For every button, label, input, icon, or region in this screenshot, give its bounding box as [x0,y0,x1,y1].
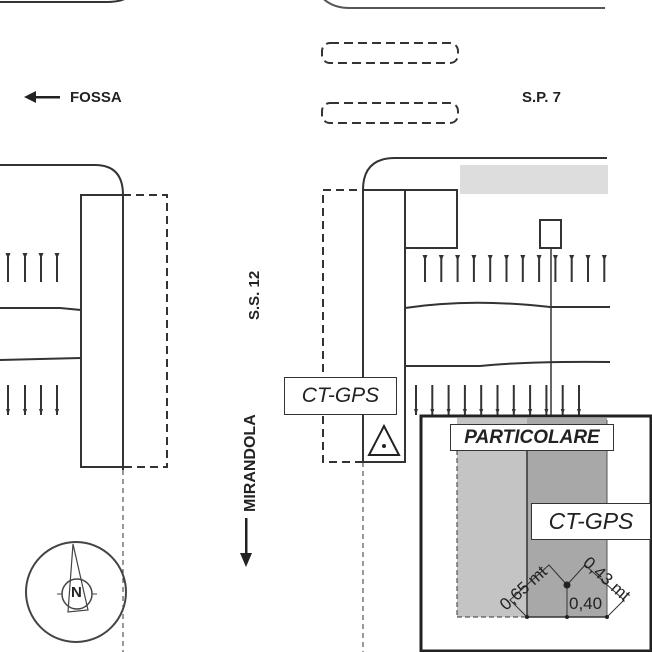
label-mirandola: MIRANDOLA [242,414,259,512]
parking-arrow-icon [569,255,575,282]
parking-arrow-icon [479,385,484,415]
parking-arrow-icon [5,253,11,282]
parking-arrow-icon [536,255,542,282]
ct-gps-detail-label: CT-GPS [531,503,651,540]
parking-arrow-icon [22,253,28,282]
parking-arrow-icon [55,385,59,415]
island-left-dashed [122,194,168,468]
ct-gps-label: CT-GPS [284,377,397,415]
crosswalk-1 [321,42,459,64]
parking-arrow-icon [528,385,533,415]
island-right [362,189,406,463]
parking-arrow-icon [487,255,493,282]
small-box [539,219,562,249]
parking-arrow-icon [6,385,10,415]
road-edge-top-left [0,0,125,3]
island-left [80,194,124,468]
lane-line-left-2 [0,357,82,361]
label-sp7: S.P. 7 [522,89,561,106]
parking-arrow-icon [446,385,451,415]
parking-arrow-icon [520,255,526,282]
parking-arrow-icon [511,385,516,415]
parking-arrow-icon [438,255,444,282]
parking-arrow-icon [552,255,558,282]
compass-north-label: N [71,584,82,601]
parking-arrow-icon [414,385,418,415]
parking-arrow-icon [430,385,435,415]
lane-line-left-1 [0,307,82,311]
parking-arrow-icon [577,385,581,415]
building-box [404,189,458,249]
parking-arrow-icon [471,255,477,282]
parking-arrow-icon [39,385,43,415]
crosswalk-2 [321,102,459,124]
parking-arrow-icon [54,253,60,282]
arrow-left-icon [24,91,60,103]
lane-arrows [5,253,607,415]
parking-arrow-icon [601,255,607,282]
gray-band [460,165,608,194]
lane-line-right-2 [405,360,611,367]
compass-icon [25,541,127,643]
lane-line-right-1 [404,301,610,309]
parking-arrow-icon [560,385,565,415]
parking-arrow-icon [455,255,461,282]
parking-arrow-icon [462,385,467,415]
road-edge-left [0,164,124,470]
parking-arrow-icon [23,385,27,415]
parking-arrow-icon [504,255,509,282]
parking-arrow-icon [495,385,500,415]
particolare-label: PARTICOLARE [450,424,614,451]
dimension-040: 0,40 [569,594,603,613]
island-right-dashed [322,189,364,463]
label-ss12: S.S. 12 [246,270,263,320]
arrow-down-icon [240,518,252,567]
parking-arrow-icon [422,255,428,282]
parking-arrow-icon [544,385,549,415]
gps-triangle-icon [367,423,401,456]
parking-arrow-icon [38,253,44,282]
label-fossa: FOSSA [70,89,122,106]
parking-arrow-icon [585,255,591,282]
road-edge-top-right [323,0,605,9]
